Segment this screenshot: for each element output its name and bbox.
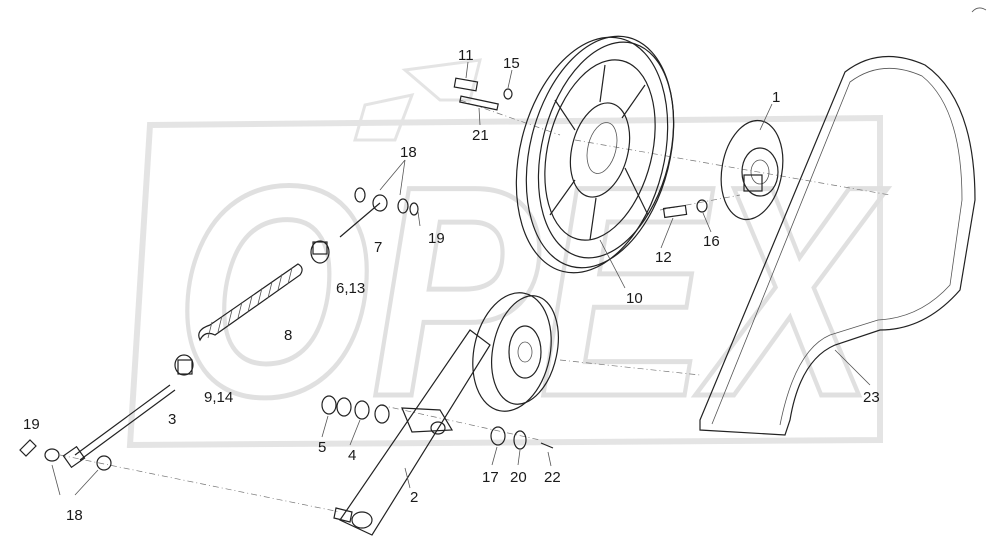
callout-12: 12 [655, 249, 672, 266]
callout-22: 22 [544, 469, 561, 486]
callout-20: 20 [510, 469, 527, 486]
callout-17: 17 [482, 469, 499, 486]
callout-1: 1 [772, 89, 780, 106]
lower-fasteners [19, 439, 353, 523]
callout-9-14: 9,14 [204, 389, 233, 406]
tension-rod [62, 384, 176, 469]
callout-8: 8 [284, 327, 292, 344]
eye-bolt [339, 187, 419, 238]
hub-flange [720, 119, 784, 221]
retaining-parts [490, 426, 554, 450]
callout-19-top: 19 [428, 230, 445, 247]
callout-23: 23 [863, 389, 880, 406]
callout-21: 21 [472, 127, 489, 144]
adjust-nut [174, 354, 194, 376]
tensioner-arm [339, 329, 491, 536]
large-pulley [515, 35, 675, 274]
spring-cap-nut [310, 240, 330, 264]
callout-19-left: 19 [23, 416, 40, 433]
callout-18-top: 18 [400, 144, 417, 161]
corner-mark-icon [971, 7, 987, 13]
washer-stack [321, 395, 390, 424]
callout-6-13: 6,13 [336, 280, 365, 297]
callout-10: 10 [626, 290, 643, 307]
callout-18-bottom: 18 [66, 507, 83, 524]
watermark: OPEX [126, 58, 891, 462]
callout-15: 15 [503, 55, 520, 72]
callout-16: 16 [703, 233, 720, 250]
callout-labels: 1 2 3 4 5 6,13 7 8 9,14 10 11 12 15 16 1… [23, 47, 880, 524]
callout-7: 7 [374, 239, 382, 256]
pin-set [453, 77, 513, 111]
bolt-and-nut [662, 199, 708, 219]
idler-pulley [472, 292, 559, 412]
callout-3: 3 [168, 411, 176, 428]
tension-spring [198, 263, 303, 342]
callout-2: 2 [410, 489, 418, 506]
callout-11: 11 [458, 47, 474, 64]
leader-lines [51, 61, 871, 496]
callout-4: 4 [348, 447, 356, 464]
watermark-text: OPEX [175, 123, 888, 459]
callout-5: 5 [318, 439, 326, 456]
drive-belt [699, 55, 976, 436]
